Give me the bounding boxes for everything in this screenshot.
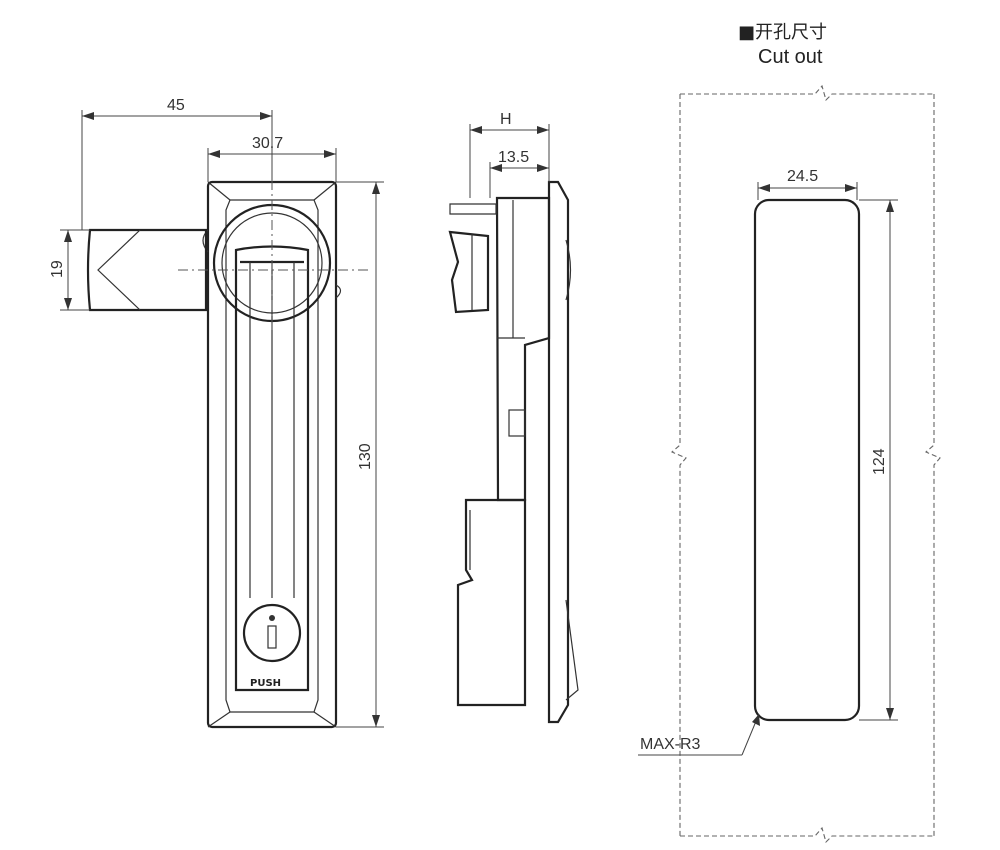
cutout-rect [753, 198, 861, 722]
cutout-view: 24.5 124 MAX-R3 [638, 84, 941, 844]
dim-cutout-height: 124 [871, 448, 888, 475]
dim-cutout-width: 24.5 [787, 168, 818, 185]
front-lock-cylinder [242, 603, 302, 663]
side-pin [508, 409, 526, 437]
front-view: PUSH 45 30.7 19 130 [49, 97, 384, 729]
keyhole-icon [267, 625, 277, 649]
side-handle-stub [448, 230, 490, 314]
side-view: H 13.5 [448, 111, 579, 724]
side-flange [547, 180, 570, 724]
front-handle-bar [86, 228, 208, 312]
dim-width-body: 30.7 [252, 135, 283, 152]
side-upper-housing [495, 196, 551, 502]
dim-h: H [500, 111, 512, 128]
dim-width-total: 45 [167, 97, 185, 114]
dim-height: 130 [357, 443, 374, 470]
side-lower-housing [456, 498, 527, 707]
radius-label: MAX-R3 [640, 736, 701, 753]
push-label: PUSH [250, 678, 281, 689]
dim-handle: 19 [49, 260, 66, 278]
cutout-title-en: Cut out [758, 46, 823, 68]
cutout-title-cn: ■开孔尺寸 [738, 22, 827, 43]
front-handle-lever [234, 245, 310, 692]
dim-depth: 13.5 [498, 149, 529, 166]
